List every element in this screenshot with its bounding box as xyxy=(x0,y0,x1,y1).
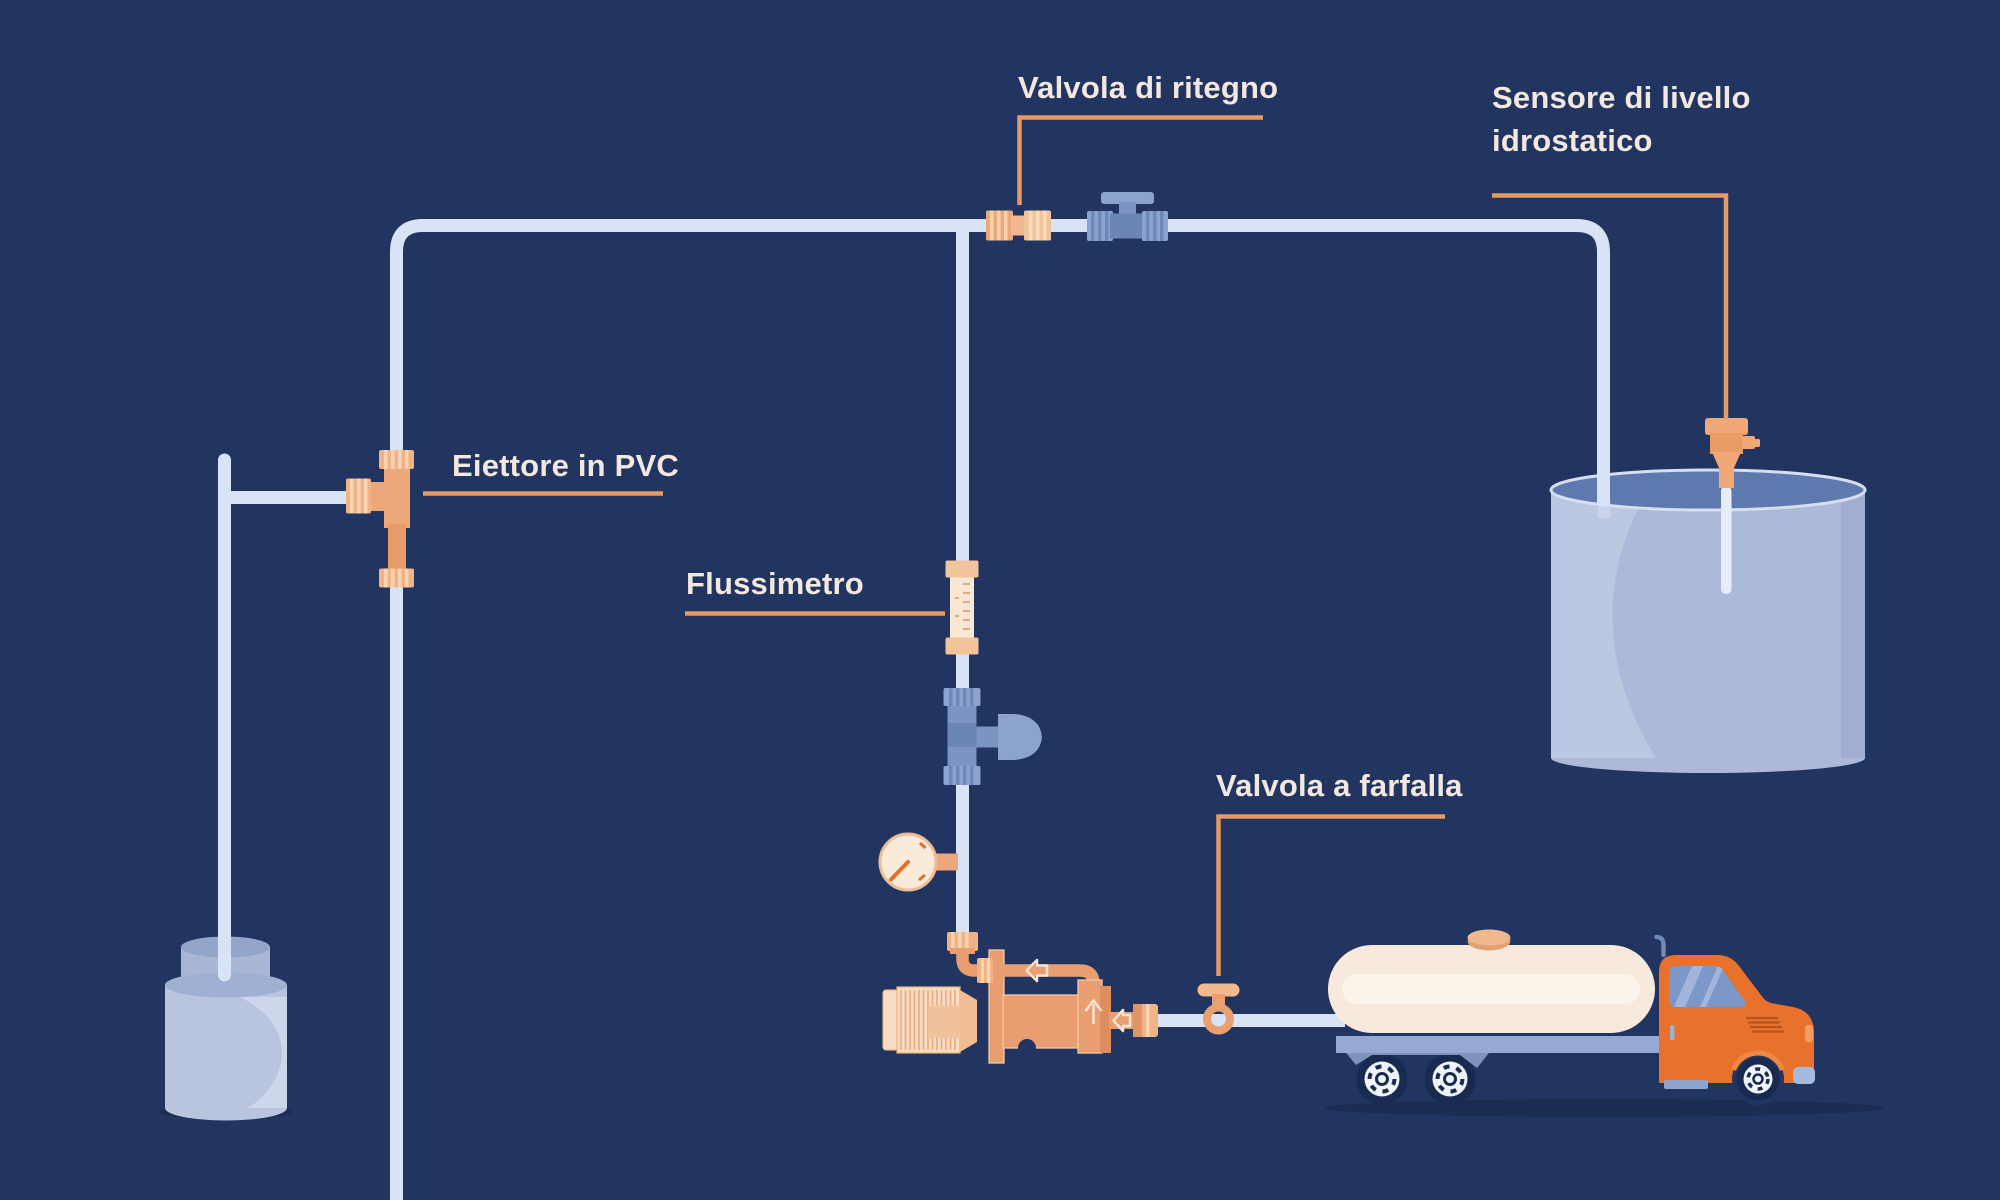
front-wheel xyxy=(1736,1057,1780,1101)
chassis xyxy=(1336,1036,1670,1053)
coupling xyxy=(960,990,977,1052)
label-ejector: Eiettore in PVC xyxy=(452,448,679,483)
door-handle xyxy=(1670,1025,1675,1040)
submerged-pipe xyxy=(1598,502,1611,518)
butterfly-handle xyxy=(1197,983,1240,997)
inlet-union xyxy=(977,958,993,983)
butterfly-valve-icon xyxy=(1197,983,1240,1035)
tank-water-surface xyxy=(1549,468,1867,512)
arrow-left-top xyxy=(1025,958,1049,983)
pump-casing xyxy=(1002,994,1079,1049)
leader-lines xyxy=(423,115,1729,976)
fender-arc xyxy=(1731,1050,1785,1071)
tank-highlight xyxy=(1551,490,1656,758)
venturi-nozzle xyxy=(998,714,1042,760)
gauge-needle xyxy=(889,860,910,882)
jet-pump xyxy=(882,932,1158,1064)
label-check-valve: Valvola di ritegno xyxy=(1018,70,1279,105)
well-casing xyxy=(160,936,292,1121)
leader-check-valve xyxy=(1017,115,1263,205)
rear-wheel-rim-2 xyxy=(1432,1061,1468,1097)
flow-meter-icon xyxy=(945,560,979,655)
headlight xyxy=(1805,1025,1813,1042)
cab-step xyxy=(1664,1080,1708,1089)
exhaust-stack xyxy=(1654,934,1666,958)
storage-tank xyxy=(1549,468,1867,773)
sensor-probe xyxy=(1721,486,1732,594)
motor xyxy=(882,986,961,1054)
arrow-left-outlet xyxy=(1112,1008,1132,1033)
bumper xyxy=(1793,1067,1815,1084)
leader-butterfly-valve xyxy=(1216,814,1445,976)
truck-shadow xyxy=(1325,1099,1885,1117)
leader-level-sensor xyxy=(1492,193,1729,419)
label-level-sensor: Sensore di livello idrostatico xyxy=(1492,80,1751,158)
pvc-ejector-icon xyxy=(346,450,414,588)
grille-lines xyxy=(1746,1016,1784,1033)
pressure-gauge-icon xyxy=(878,832,958,892)
well-highlight xyxy=(240,997,287,1108)
riser-union-nut xyxy=(947,932,978,951)
butterfly-ring xyxy=(1203,1003,1234,1035)
discharge-tower xyxy=(1077,979,1103,1054)
ball-valve-icon xyxy=(1087,192,1168,241)
tank-shade xyxy=(1841,490,1865,758)
venturi-injector-icon xyxy=(943,688,1042,785)
label-butterfly-valve: Valvola a farfalla xyxy=(1216,768,1463,803)
rear-wheel-rim-1 xyxy=(1364,1061,1400,1097)
check-valve-icon xyxy=(986,210,1051,241)
flow-arrows xyxy=(1025,958,1132,1033)
tanker-truck xyxy=(1328,929,1815,1105)
tanker-barrel-highlight xyxy=(1342,974,1640,1004)
arrow-up-tower xyxy=(1084,999,1103,1024)
sensor-port xyxy=(1742,436,1755,449)
window-glare xyxy=(1674,966,1724,1007)
level-sensor-icon xyxy=(1705,418,1760,594)
valve-handle xyxy=(1101,192,1154,204)
label-flow-meter: Flussimetro xyxy=(686,566,864,601)
